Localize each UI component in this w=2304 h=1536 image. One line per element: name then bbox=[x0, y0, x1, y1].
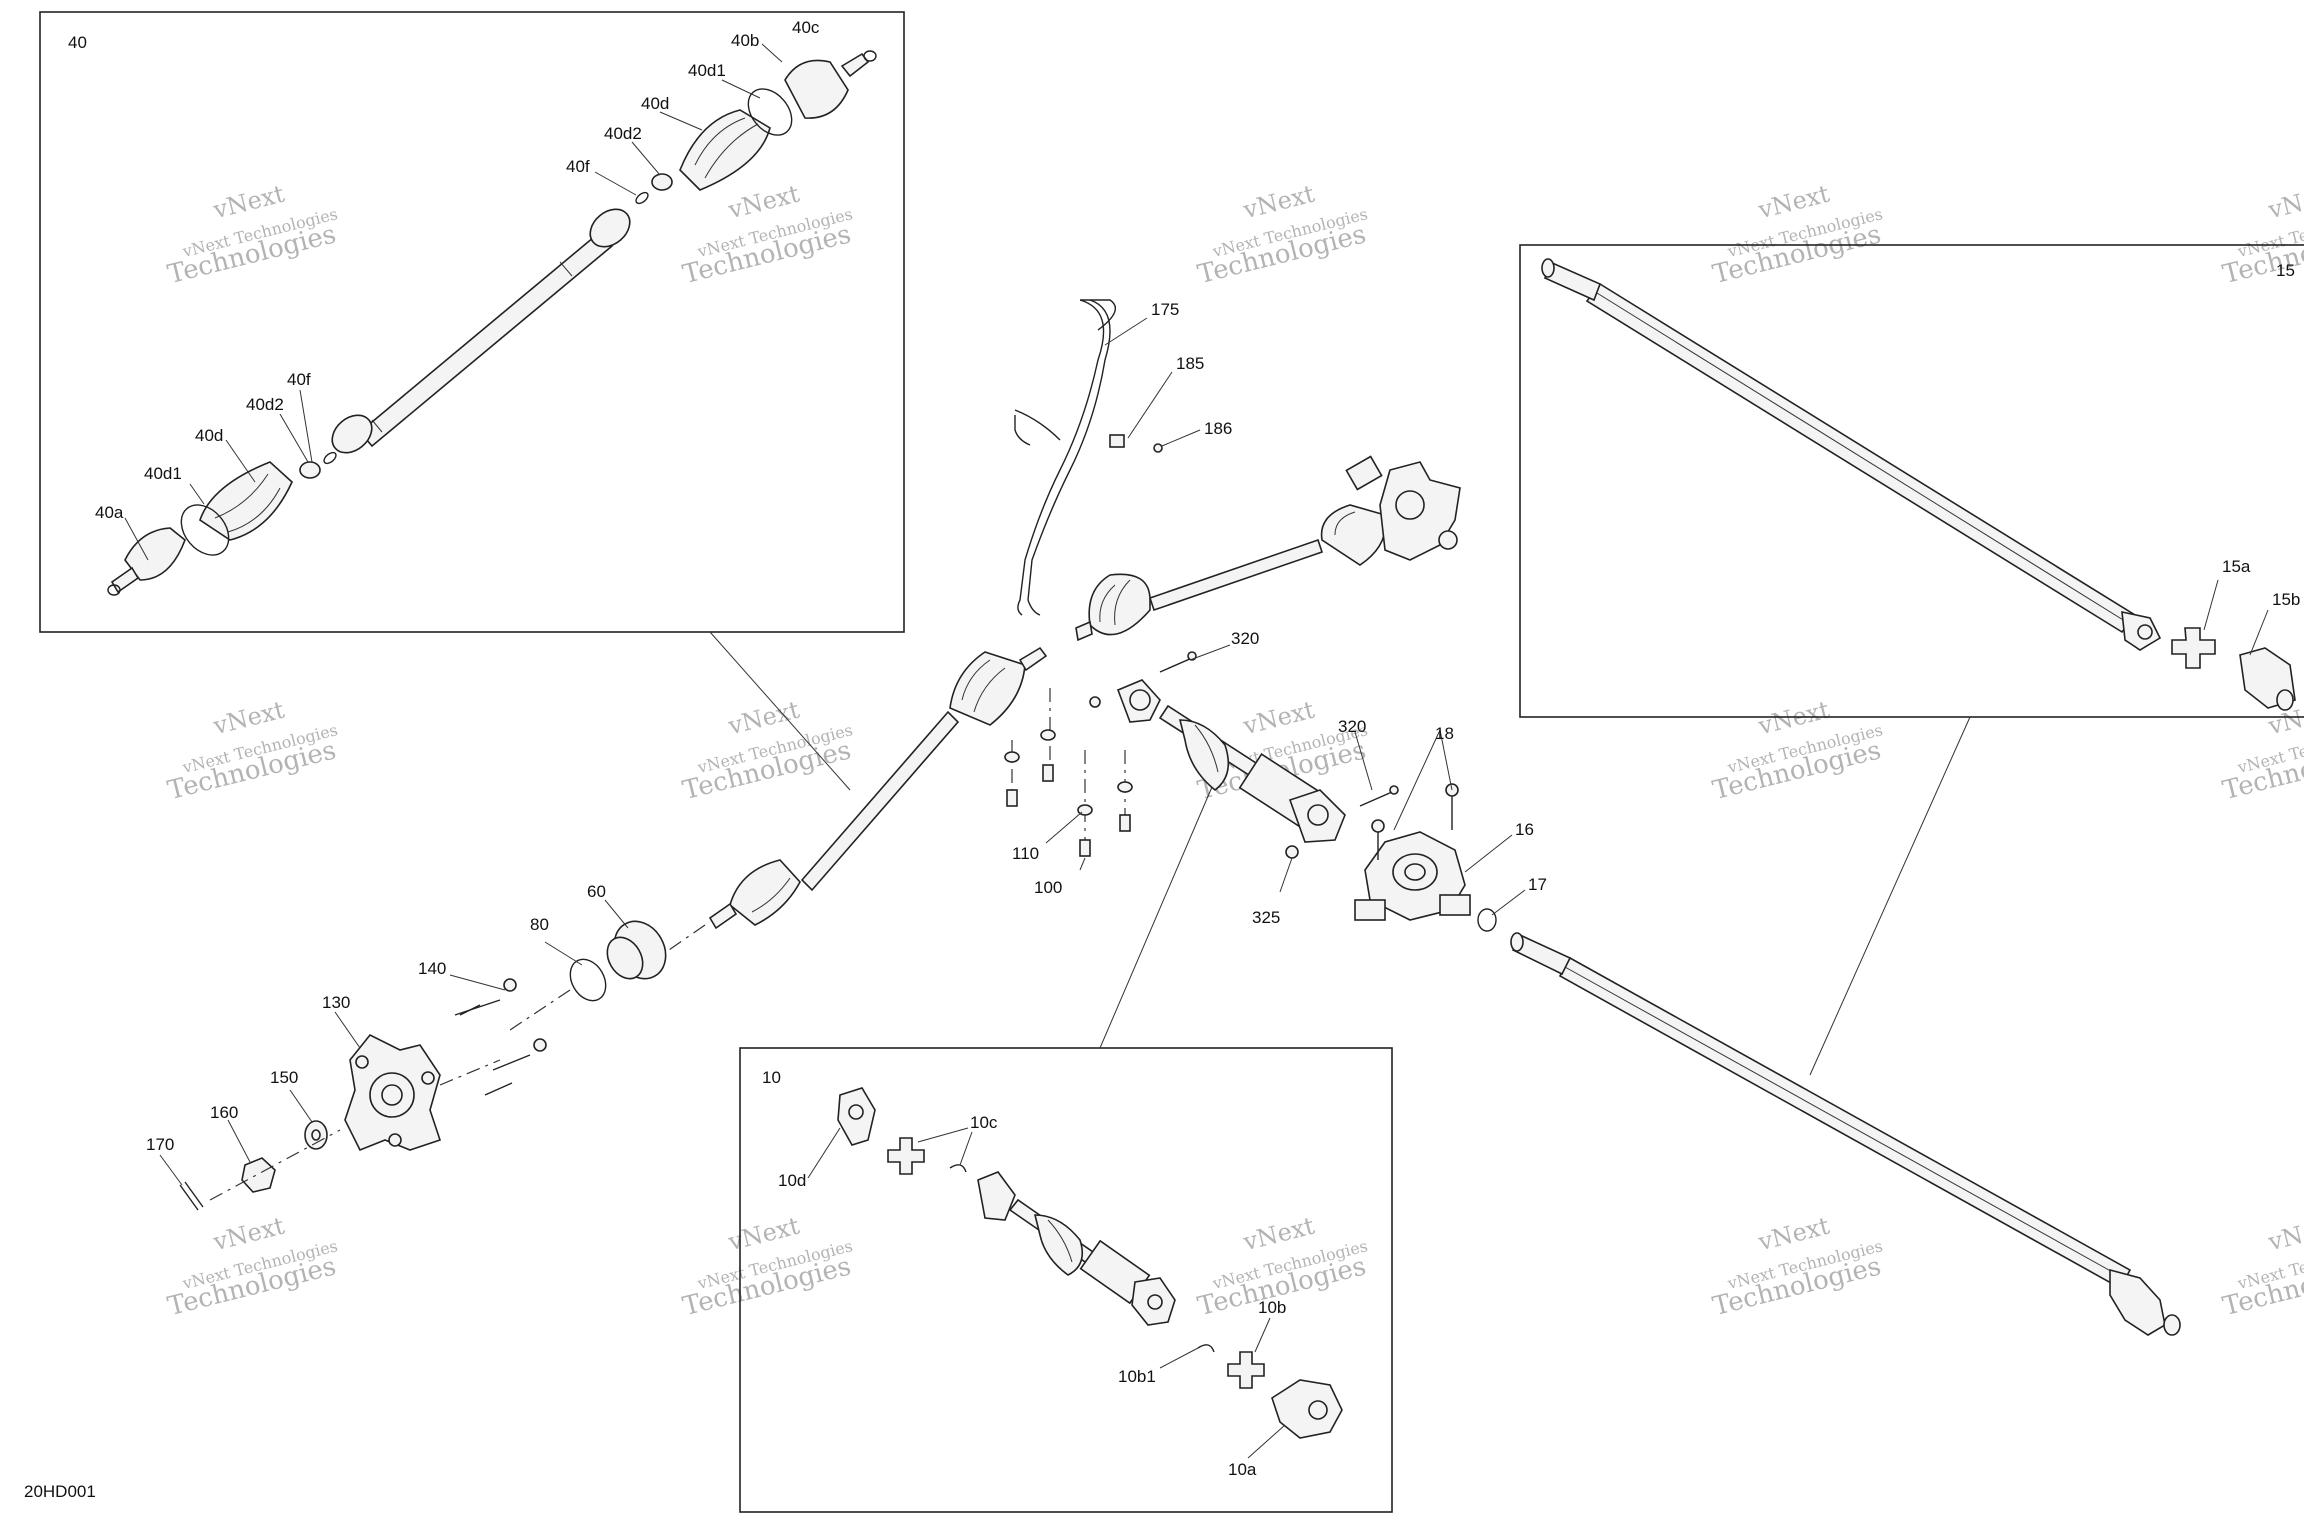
detail-box-10 bbox=[739, 1047, 1393, 1513]
callout-40d: 40d bbox=[641, 94, 669, 113]
watermark: vNext vNext Technologies Technologies bbox=[165, 1212, 340, 1323]
svg-text:vNext: vNext bbox=[1240, 1212, 1318, 1257]
svg-text:vNext: vNext bbox=[1240, 696, 1318, 741]
callout-40: 40 bbox=[68, 33, 87, 52]
callout-10b1: 10b1 bbox=[1118, 1367, 1156, 1386]
fasteners-100-110 bbox=[1004, 688, 1133, 857]
callout-40d2: 40d2 bbox=[246, 395, 284, 414]
rear-cv-axle bbox=[1075, 455, 1461, 642]
callout-40d1: 40d1 bbox=[688, 61, 726, 80]
callout-40f: 40f bbox=[287, 370, 311, 389]
callout-110: 110 bbox=[1012, 844, 1039, 863]
cv-axle-detail bbox=[107, 43, 877, 596]
callout-10d: 10d bbox=[778, 1171, 806, 1190]
svg-text:vNext: vNext bbox=[1755, 180, 1833, 225]
callout-40f: 40f bbox=[566, 157, 590, 176]
callout-325: 325 bbox=[1252, 908, 1280, 927]
watermark: vNext vNext Technologies Technologies bbox=[1710, 696, 1885, 807]
callout-140: 140 bbox=[418, 959, 446, 978]
svg-text:vNext: vNext bbox=[1755, 696, 1833, 741]
callout-40a: 40a bbox=[95, 503, 124, 522]
callout-175: 175 bbox=[1151, 300, 1179, 319]
wheel-hub bbox=[179, 978, 547, 1211]
callout-100: 100 bbox=[1034, 878, 1062, 897]
svg-text:vNext: vNext bbox=[1240, 180, 1318, 225]
svg-text:vNext: vNext bbox=[1755, 1212, 1833, 1257]
callout-40c: 40c bbox=[792, 18, 820, 37]
box40-leader bbox=[709, 631, 851, 791]
callout-40d: 40d bbox=[195, 426, 223, 445]
callout-10c: 10c bbox=[970, 1113, 998, 1132]
front-prop-shaft-detail bbox=[807, 1087, 1343, 1459]
callout-170: 170 bbox=[146, 1135, 174, 1154]
watermark: vNext vNext Technologies Technologies bbox=[165, 180, 340, 291]
watermark: vNext vNext Technologies Technologies bbox=[2220, 1212, 2304, 1323]
callout-leaders bbox=[159, 317, 1526, 1186]
callout-10: 10 bbox=[762, 1068, 781, 1087]
svg-text:vNext: vNext bbox=[210, 1212, 288, 1257]
svg-text:vNext: vNext bbox=[725, 180, 803, 225]
callout-15b: 15b bbox=[2272, 590, 2300, 609]
watermark: vNext vNext Technologies Technologies bbox=[1195, 180, 1370, 291]
watermark: vNext vNext Technologies Technologies bbox=[165, 696, 340, 807]
callout-160: 160 bbox=[210, 1103, 238, 1122]
callout-labels: 40 40c 40b 40d1 40d 40d2 40f 40f 40d2 40… bbox=[24, 18, 2300, 1501]
callout-18: 18 bbox=[1435, 724, 1454, 743]
prop-shaft-center bbox=[1089, 651, 1497, 932]
svg-text:vNext: vNext bbox=[725, 696, 803, 741]
box10-leader bbox=[1099, 779, 1216, 1049]
svg-text:vNext: vNext bbox=[2265, 180, 2304, 225]
rear-prop-shaft-detail bbox=[1541, 258, 2296, 711]
callout-16: 16 bbox=[1515, 820, 1534, 839]
callout-10a: 10a bbox=[1228, 1460, 1257, 1479]
watermark: vNext vNext Technologies Technologies bbox=[1710, 1212, 1885, 1323]
callout-40d1: 40d1 bbox=[144, 464, 182, 483]
svg-text:vNext: vNext bbox=[2265, 1212, 2304, 1257]
watermark: vNext vNext Technologies Technologies bbox=[680, 1212, 855, 1323]
callout-186: 186 bbox=[1204, 419, 1232, 438]
detail-box-40 bbox=[39, 11, 905, 633]
callout-10b: 10b bbox=[1258, 1298, 1286, 1317]
callout-80: 80 bbox=[530, 915, 549, 934]
callout-60: 60 bbox=[587, 882, 606, 901]
detail-box-15 bbox=[1519, 244, 2304, 718]
box15-leader bbox=[1809, 716, 1971, 1076]
breather-hose bbox=[1014, 299, 1163, 616]
front-drive-shaft bbox=[509, 646, 1048, 1031]
callout-17: 17 bbox=[1528, 875, 1547, 894]
svg-text:vNext: vNext bbox=[210, 696, 288, 741]
svg-text:vNext: vNext bbox=[725, 1212, 803, 1257]
callout-15a: 15a bbox=[2222, 557, 2251, 576]
callout-320: 320 bbox=[1338, 717, 1366, 736]
callout-40b: 40b bbox=[731, 31, 759, 50]
callout-320: 320 bbox=[1231, 629, 1259, 648]
callout-130: 130 bbox=[322, 993, 350, 1012]
diagram-code: 20HD001 bbox=[24, 1482, 96, 1501]
main-prop-shaft bbox=[1510, 932, 2181, 1336]
callout-150: 150 bbox=[270, 1068, 298, 1087]
watermark: vNext vNext Technologies Technologies bbox=[680, 696, 855, 807]
watermark: vNext vNext Technologies Technologies bbox=[1710, 180, 1885, 291]
callout-185: 185 bbox=[1176, 354, 1204, 373]
callout-40d2: 40d2 bbox=[604, 124, 642, 143]
svg-text:vNext: vNext bbox=[210, 180, 288, 225]
callout-15: 15 bbox=[2276, 261, 2295, 280]
